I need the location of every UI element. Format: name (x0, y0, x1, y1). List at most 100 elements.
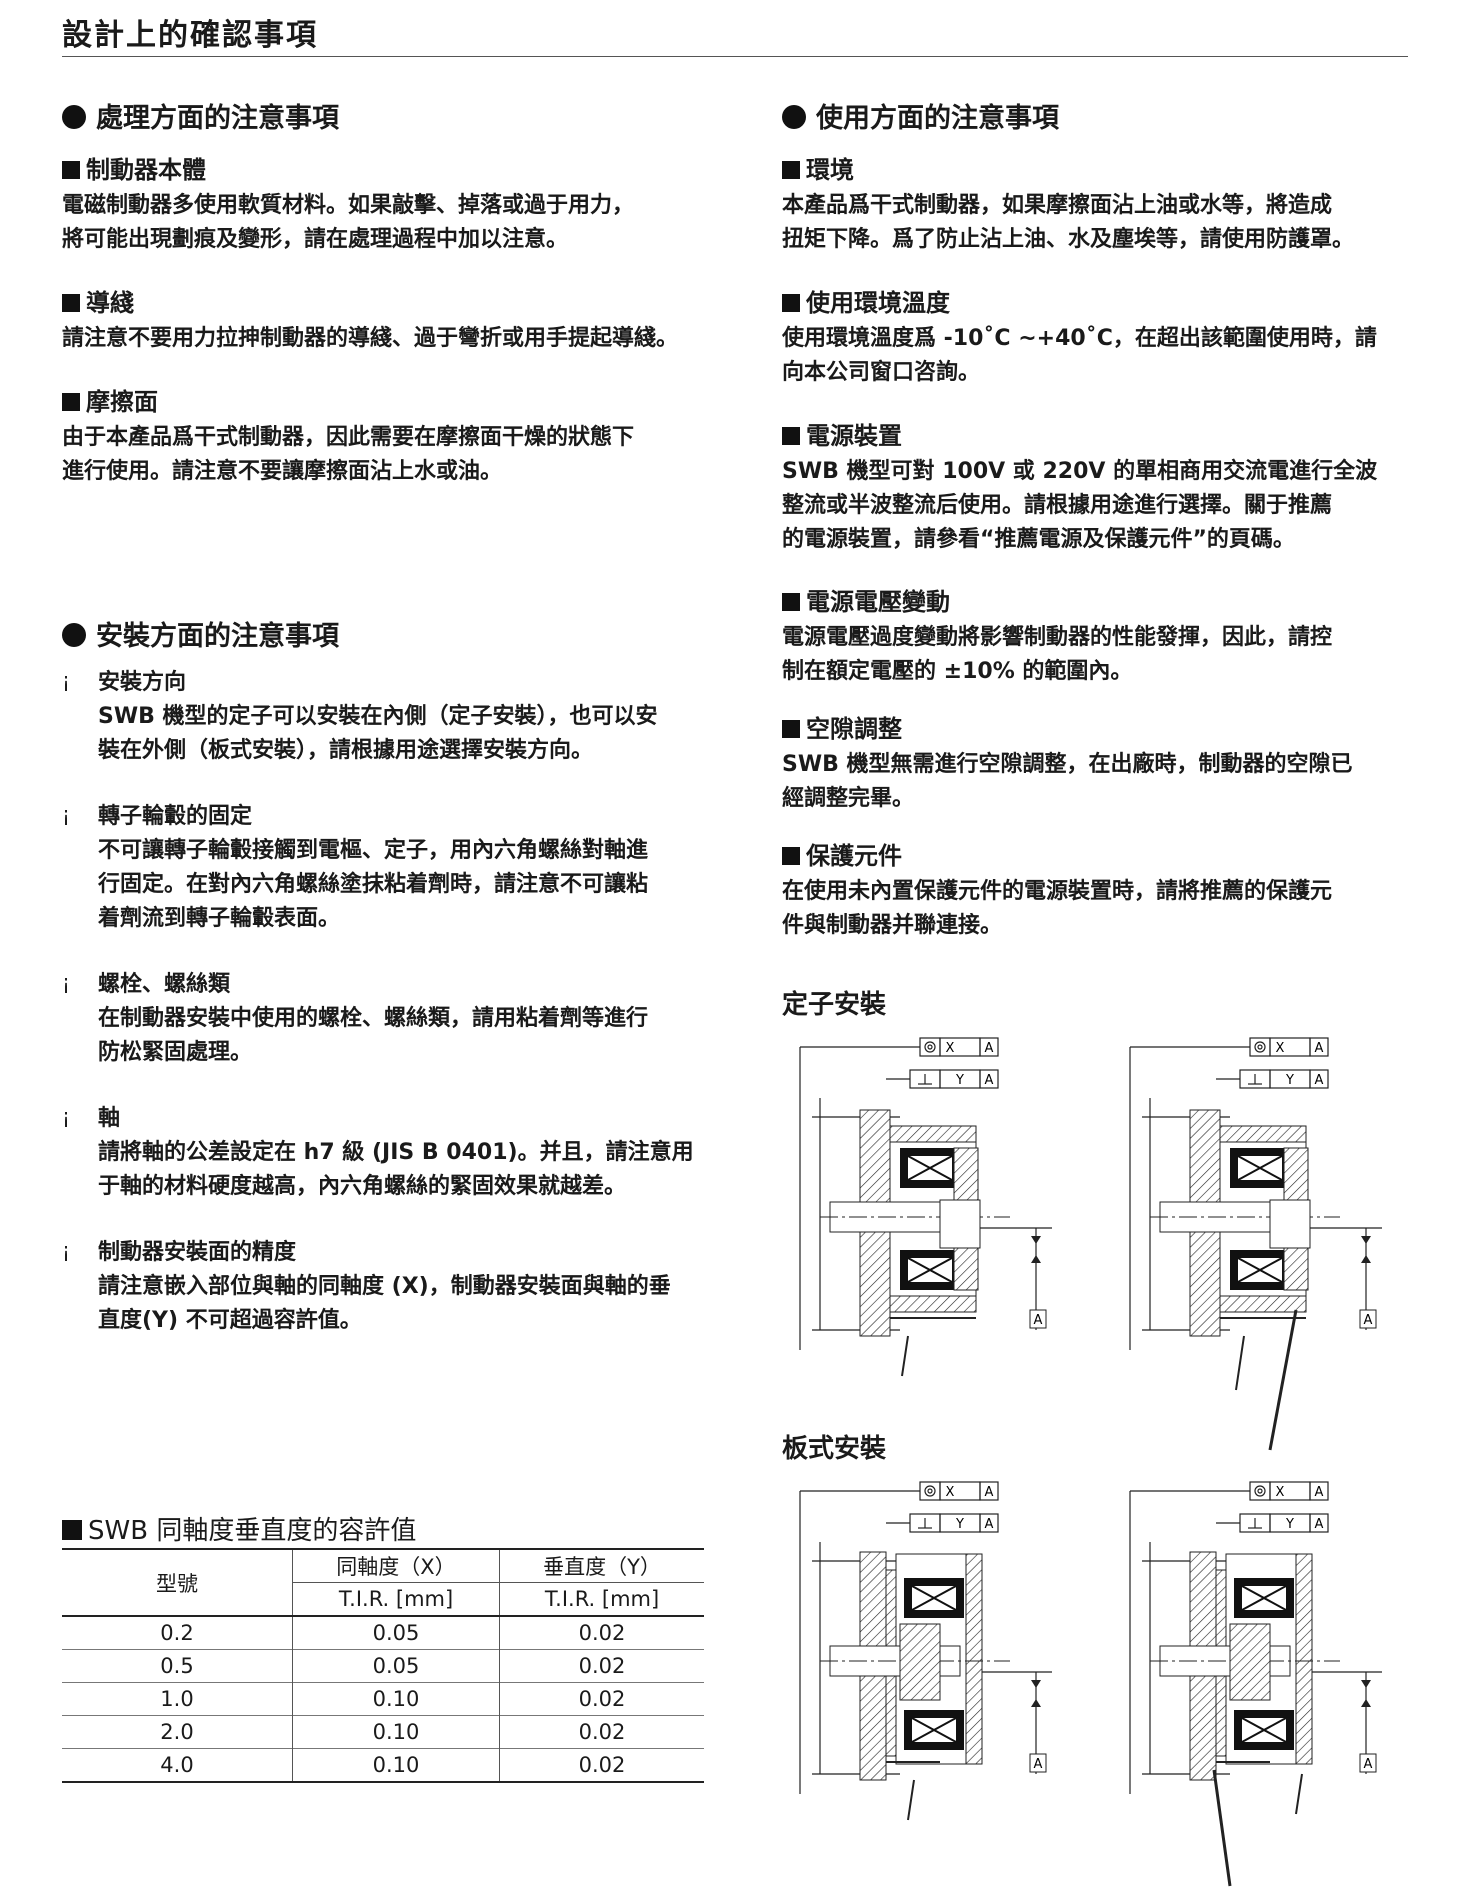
bullet-square-icon (782, 593, 800, 611)
cell-model: 0.2 (62, 1616, 293, 1650)
coil-icon (899, 1147, 961, 1189)
label-a: A (1315, 1517, 1324, 1532)
install-item-text: 在制動器安裝中使用的螺栓、螺絲類，請用粘着劑等進行 防松緊固處理。 (98, 1006, 649, 1065)
cell-x: 0.10 (292, 1748, 500, 1782)
table-row: 0.2 0.05 0.02 (62, 1616, 704, 1650)
usage-item-text: 使用環境溫度爲 -10˚C ~+40˚C，在超出該範圍使用時，請 向本公司窗口咨… (782, 326, 1377, 385)
handling-item-text: 請注意不要用力拉抻制動器的導綫、過于彎折或用手提起導綫。 (62, 326, 679, 351)
install-item-heading: 轉子輪轂的固定 (98, 804, 253, 829)
cell-x: 0.10 (292, 1682, 500, 1716)
install-item-hub: ¡ 轉子輪轂的固定 不可讓轉子輪轂接觸到電樞、定子，用內六角螺絲對軸進 行固定。… (62, 800, 722, 936)
bullet-square-icon (62, 161, 80, 179)
label-a: A (985, 1073, 994, 1088)
stator-mount-title: 定子安裝 (782, 990, 887, 1020)
install-item-heading: 軸 (98, 1106, 121, 1131)
usage-section-title: 使用方面的注意事項 (782, 96, 1059, 135)
stator-mount-diagram-right: X A Y A A (1129, 1037, 1382, 1451)
cell-model: 1.0 (62, 1682, 293, 1716)
usage-item-text: 電源電壓過度變動將影響制動器的性能發揮，因此，請控 制在額定電壓的 ±10% 的… (782, 625, 1333, 684)
label-a: A (1315, 1485, 1324, 1500)
cell-model: 0.5 (62, 1649, 293, 1683)
cell-y: 0.02 (578, 1753, 626, 1777)
usage-item-gap: 空隙調整 SWB 機型無需進行空隙調整，在出廠時，制動器的空隙已 經調整完畢。 (782, 709, 1422, 816)
cell-y: 0.02 (578, 1720, 626, 1744)
install-item-heading: 制動器安裝面的精度 (98, 1240, 297, 1265)
table-row: 0.5 0.05 0.02 (62, 1649, 704, 1683)
install-item-bolts: ¡ 螺栓、螺絲類 在制動器安裝中使用的螺栓、螺絲類，請用粘着劑等進行 防松緊固處… (62, 968, 722, 1070)
coil-icon (903, 1709, 965, 1751)
label-a: A (1034, 1757, 1043, 1772)
install-item-marker: ¡ (62, 1238, 71, 1262)
label-x: X (1276, 1041, 1285, 1056)
coil-icon (903, 1577, 965, 1619)
coil-icon (1229, 1249, 1291, 1291)
label-a: A (985, 1485, 994, 1500)
handling-item-wire: 導綫 請注意不要用力拉抻制動器的導綫、過于彎折或用手提起導綫。 (62, 283, 722, 356)
stator-mount-diagram-left: X A Y A A (799, 1037, 1052, 1377)
usage-item-heading: 使用環境溫度 (806, 289, 950, 317)
cell-model: 4.0 (62, 1748, 293, 1782)
install-item-precision: ¡ 制動器安裝面的精度 請注意嵌入部位與軸的同軸度 (X)，制動器安裝面與軸的垂… (62, 1236, 722, 1338)
label-y: Y (955, 1517, 964, 1532)
cell-x: 0.05 (292, 1616, 500, 1650)
col-y-header: 垂直度（Y） (499, 1549, 704, 1583)
bullet-square-icon (782, 847, 800, 865)
cell-x: 0.05 (292, 1649, 500, 1683)
plate-mount-diagram-left: X A Y A A (799, 1481, 1052, 1821)
label-a: A (1034, 1313, 1043, 1328)
install-item-heading: 安裝方向 (98, 670, 187, 695)
bullet-circle-icon (62, 105, 86, 129)
bullet-square-icon (62, 1520, 82, 1540)
bullet-circle-icon (782, 105, 806, 129)
handling-item-text: 電磁制動器多使用軟質材料。如果敲擊、掉落或過于用力， 將可能出現劃痕及變形，請在… (62, 193, 635, 252)
coil-icon (1233, 1577, 1295, 1619)
handling-item-friction: 摩擦面 由于本產品爲干式制動器，因此需要在摩擦面干燥的狀態下 進行使用。請注意不… (62, 382, 722, 489)
label-x: X (1276, 1485, 1285, 1500)
tolerance-title: SWB 同軸度垂直度的容許值 (62, 1510, 416, 1547)
usage-item-voltage: 電源電壓變動 電源電壓過度變動將影響制動器的性能發揮，因此，請控 制在額定電壓的… (782, 582, 1422, 689)
label-a: A (1315, 1041, 1324, 1056)
usage-item-text: SWB 機型可對 100V 或 220V 的單相商用交流電進行全波 整流或半波整… (782, 459, 1378, 552)
label-x: X (946, 1041, 955, 1056)
usage-item-heading: 電源裝置 (806, 422, 902, 450)
coil-icon (1229, 1147, 1291, 1189)
coil-icon (899, 1249, 961, 1291)
coil-icon (1233, 1709, 1295, 1751)
plate-mount-title: 板式安裝 (782, 1434, 887, 1464)
install-item-marker: ¡ (62, 802, 71, 826)
usage-item-text: 在使用未內置保護元件的電源裝置時，請將推薦的保護元 件與制動器并聯連接。 (782, 879, 1333, 938)
label-y: Y (1285, 1073, 1294, 1088)
col-y-unit: T.I.R. [mm] (544, 1587, 660, 1611)
label-a: A (1315, 1073, 1324, 1088)
install-item-marker: ¡ (62, 1104, 71, 1128)
install-item-shaft: ¡ 軸 請將軸的公差設定在 h7 級 (JIS B 0401)。并且，請注意用 … (62, 1102, 722, 1204)
usage-item-environment: 環境 本產品爲干式制動器，如果摩擦面沾上油或水等，將造成 扭矩下降。爲了防止沾上… (782, 150, 1422, 257)
label-a: A (1364, 1757, 1373, 1772)
page-title: 設計上的確認事項 (62, 18, 318, 53)
bullet-square-icon (782, 427, 800, 445)
cell-x: 0.10 (292, 1715, 500, 1749)
cell-y: 0.02 (578, 1654, 626, 1678)
label-a: A (1364, 1313, 1373, 1328)
plate-mount-diagram-right: X A Y A A (1129, 1481, 1382, 1887)
label-y: Y (1285, 1517, 1294, 1532)
table-row: 4.0 0.10 0.02 (62, 1748, 704, 1782)
col-x-unit: T.I.R. [mm] (292, 1582, 500, 1616)
installation-section-title: 安裝方面的注意事項 (62, 614, 339, 653)
handling-item-body: 制動器本體 電磁制動器多使用軟質材料。如果敲擊、掉落或過于用力， 將可能出現劃痕… (62, 150, 722, 257)
usage-item-protection: 保護元件 在使用未內置保護元件的電源裝置時，請將推薦的保護元 件與制動器并聯連接… (782, 836, 1422, 943)
label-y: Y (955, 1073, 964, 1088)
install-item-marker: ¡ (62, 970, 71, 994)
cell-y: 0.02 (578, 1687, 626, 1711)
handling-item-heading: 導綫 (86, 289, 134, 317)
handling-item-heading: 制動器本體 (86, 156, 206, 184)
install-item-text: SWB 機型的定子可以安裝在內側（定子安裝），也可以安 裝在外側（板式安裝），請… (98, 704, 658, 763)
bullet-square-icon (782, 161, 800, 179)
install-item-text: 請注意嵌入部位與軸的同軸度 (X)，制動器安裝面與軸的垂 直度(Y) 不可超過容… (98, 1274, 671, 1333)
usage-item-heading: 電源電壓變動 (806, 588, 950, 616)
col-model-header: 型號 (62, 1549, 293, 1617)
bullet-square-icon (782, 294, 800, 312)
bullet-square-icon (782, 720, 800, 738)
title-rule (62, 56, 1408, 57)
usage-item-heading: 空隙調整 (806, 715, 902, 743)
